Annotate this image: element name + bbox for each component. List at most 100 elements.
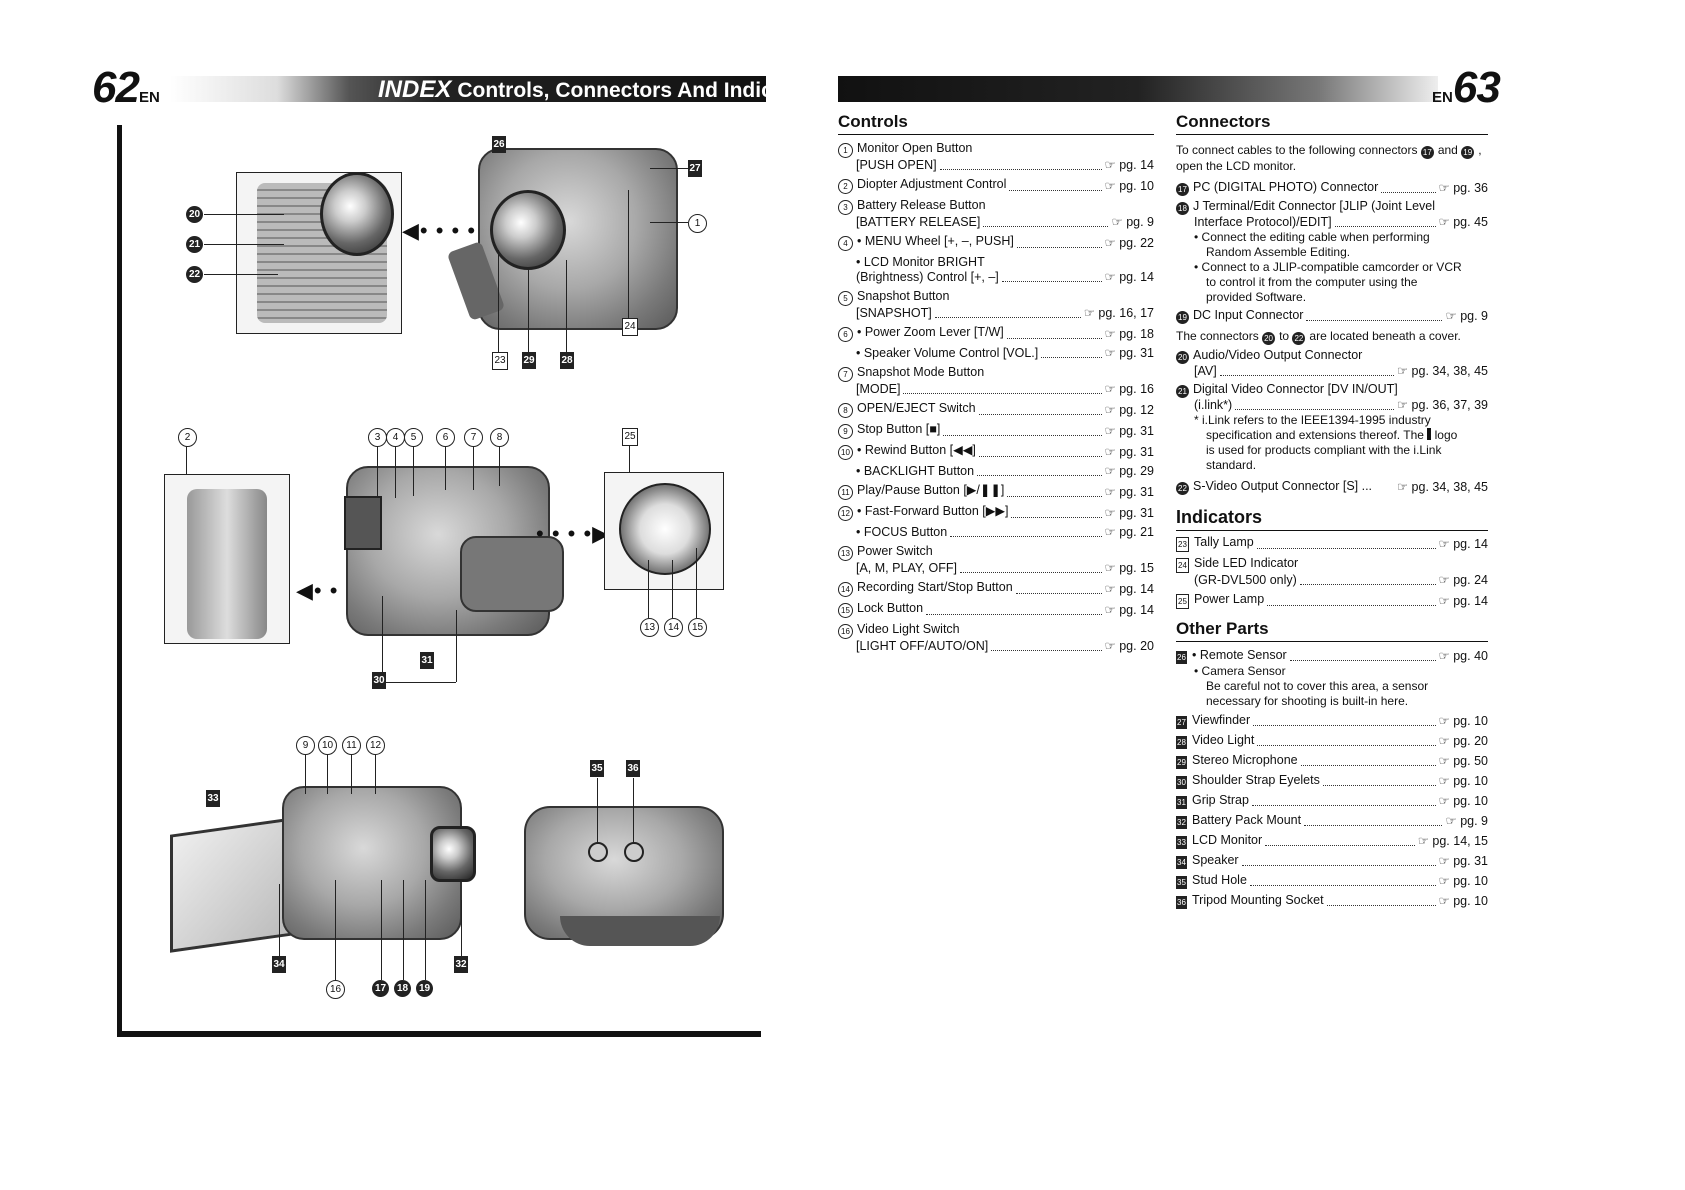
- leader-line: [305, 754, 306, 794]
- ref-mark: 20: [1262, 332, 1276, 345]
- rear-eyepiece-image: [430, 826, 476, 882]
- item-label: DC Input Connector: [1193, 308, 1304, 322]
- item-label: Viewfinder: [1192, 713, 1251, 727]
- leader-line: [633, 778, 634, 844]
- viewfinder-image: [187, 489, 267, 639]
- connectors-heading: Connectors: [1176, 112, 1488, 135]
- item-label: (i.link*): [1194, 398, 1233, 412]
- index-item: 10• Rewind Button [◀◀]☞ pg. 31: [838, 443, 1154, 460]
- sensor-note: necessary for shooting is built-in here.: [1206, 694, 1409, 708]
- index-subtitle: Controls, Connectors And Indicators: [457, 79, 825, 102]
- page-ref-icon: ☞: [1104, 464, 1116, 478]
- camera-sensor-label: • Camera Sensor: [1194, 664, 1286, 678]
- marker-5: 5: [404, 428, 423, 447]
- item-mark: 35: [1176, 876, 1187, 889]
- item-mark: 3: [838, 200, 853, 215]
- item-mark: 29: [1176, 756, 1187, 769]
- leader-line: [672, 560, 673, 618]
- marker-9: 9: [296, 736, 315, 755]
- item-label: • Remote Sensor: [1192, 648, 1287, 662]
- marker-20: 20: [186, 206, 203, 223]
- leader-line: [279, 884, 280, 956]
- item-label: Recording Start/Stop Button: [857, 580, 1013, 594]
- item-label: [AV]: [1194, 364, 1217, 378]
- page-ref-icon: ☞: [1438, 854, 1450, 868]
- page-ref: pg. 14: [1119, 270, 1154, 284]
- item-mark: 22: [1176, 482, 1189, 495]
- marker-11: 11: [342, 736, 361, 755]
- marker-6: 6: [436, 428, 455, 447]
- indicators-heading: Indicators: [1176, 507, 1488, 531]
- item-label: [A, M, PLAY, OFF]: [856, 561, 957, 575]
- leader-line: [461, 900, 462, 956]
- leader-line: [377, 446, 378, 496]
- intro-text: To connect cables to the following conne…: [1176, 143, 1418, 157]
- item-mark: 10: [838, 445, 853, 460]
- page-ref-icon: ☞: [1111, 215, 1123, 229]
- item-mark: 25: [1176, 594, 1189, 609]
- page-ref: pg. 45: [1453, 215, 1488, 229]
- item-label: (Brightness) Control [+, –]: [856, 270, 999, 284]
- marker-21: 21: [186, 236, 203, 253]
- marker-32: 32: [454, 956, 468, 973]
- bullet-text: provided Software.: [1206, 290, 1307, 304]
- item-label: Stop Button [■]: [857, 422, 941, 436]
- item-label: Snapshot Mode Button: [857, 365, 985, 379]
- marker-16: 16: [326, 980, 345, 999]
- page-ref: pg. 14: [1453, 594, 1488, 608]
- page-ref: pg. 20: [1119, 639, 1154, 653]
- item-label: Tally Lamp: [1194, 535, 1254, 549]
- power-dial-image: [619, 483, 711, 575]
- page-ref: pg. 21: [1119, 525, 1154, 539]
- item-label: Tripod Mounting Socket: [1192, 893, 1324, 907]
- leader-line: [498, 250, 499, 352]
- leader-line: [425, 880, 426, 980]
- ref-mark: 19: [1461, 146, 1475, 159]
- page-ref: pg. 12: [1119, 403, 1154, 417]
- leader-line: [445, 446, 446, 490]
- marker-27: 27: [688, 160, 702, 177]
- page-ref-icon: ☞: [1417, 834, 1429, 848]
- page-ref: pg. 36, 37, 39: [1411, 398, 1488, 412]
- page-ref: pg. 31: [1119, 346, 1154, 360]
- page-ref: pg. 31: [1119, 424, 1154, 438]
- bullet-text: • Connect to a JLIP-compatible camcorder…: [1194, 260, 1462, 274]
- item-label: OPEN/EJECT Switch: [857, 401, 976, 415]
- page-ref: pg. 14, 15: [1432, 834, 1488, 848]
- marker-35: 35: [590, 760, 604, 777]
- page-ref: pg. 10: [1453, 874, 1488, 888]
- page-ref-icon: ☞: [1445, 814, 1457, 828]
- leader-line: [528, 270, 529, 352]
- item-mark: 18: [1176, 202, 1189, 215]
- leader-line: [375, 754, 376, 794]
- page-number: 63: [1452, 63, 1501, 112]
- page-ref: pg. 9: [1460, 309, 1488, 323]
- marker-15: 15: [688, 618, 707, 637]
- page-ref-icon: ☞: [1104, 382, 1116, 396]
- marker-2: 2: [178, 428, 197, 447]
- page-ref: pg. 16: [1119, 382, 1154, 396]
- item-label: [BATTERY RELEASE]: [856, 215, 981, 229]
- leader-line: [403, 880, 404, 980]
- page-number: 62: [92, 63, 140, 112]
- item-label: • Rewind Button [◀◀]: [857, 443, 976, 457]
- footnote-text: specification and extensions thereof. Th…: [1206, 428, 1424, 442]
- page-ref-icon: ☞: [1438, 714, 1450, 728]
- page-ref-icon: ☞: [1104, 582, 1116, 596]
- item-label: Play/Pause Button [▶/❚❚]: [857, 483, 1005, 497]
- marker-19: 19: [416, 980, 433, 997]
- item-label: Power Lamp: [1194, 592, 1265, 606]
- page-ref-icon: ☞: [1104, 485, 1116, 499]
- item-label: • Fast-Forward Button [▶▶]: [857, 504, 1009, 518]
